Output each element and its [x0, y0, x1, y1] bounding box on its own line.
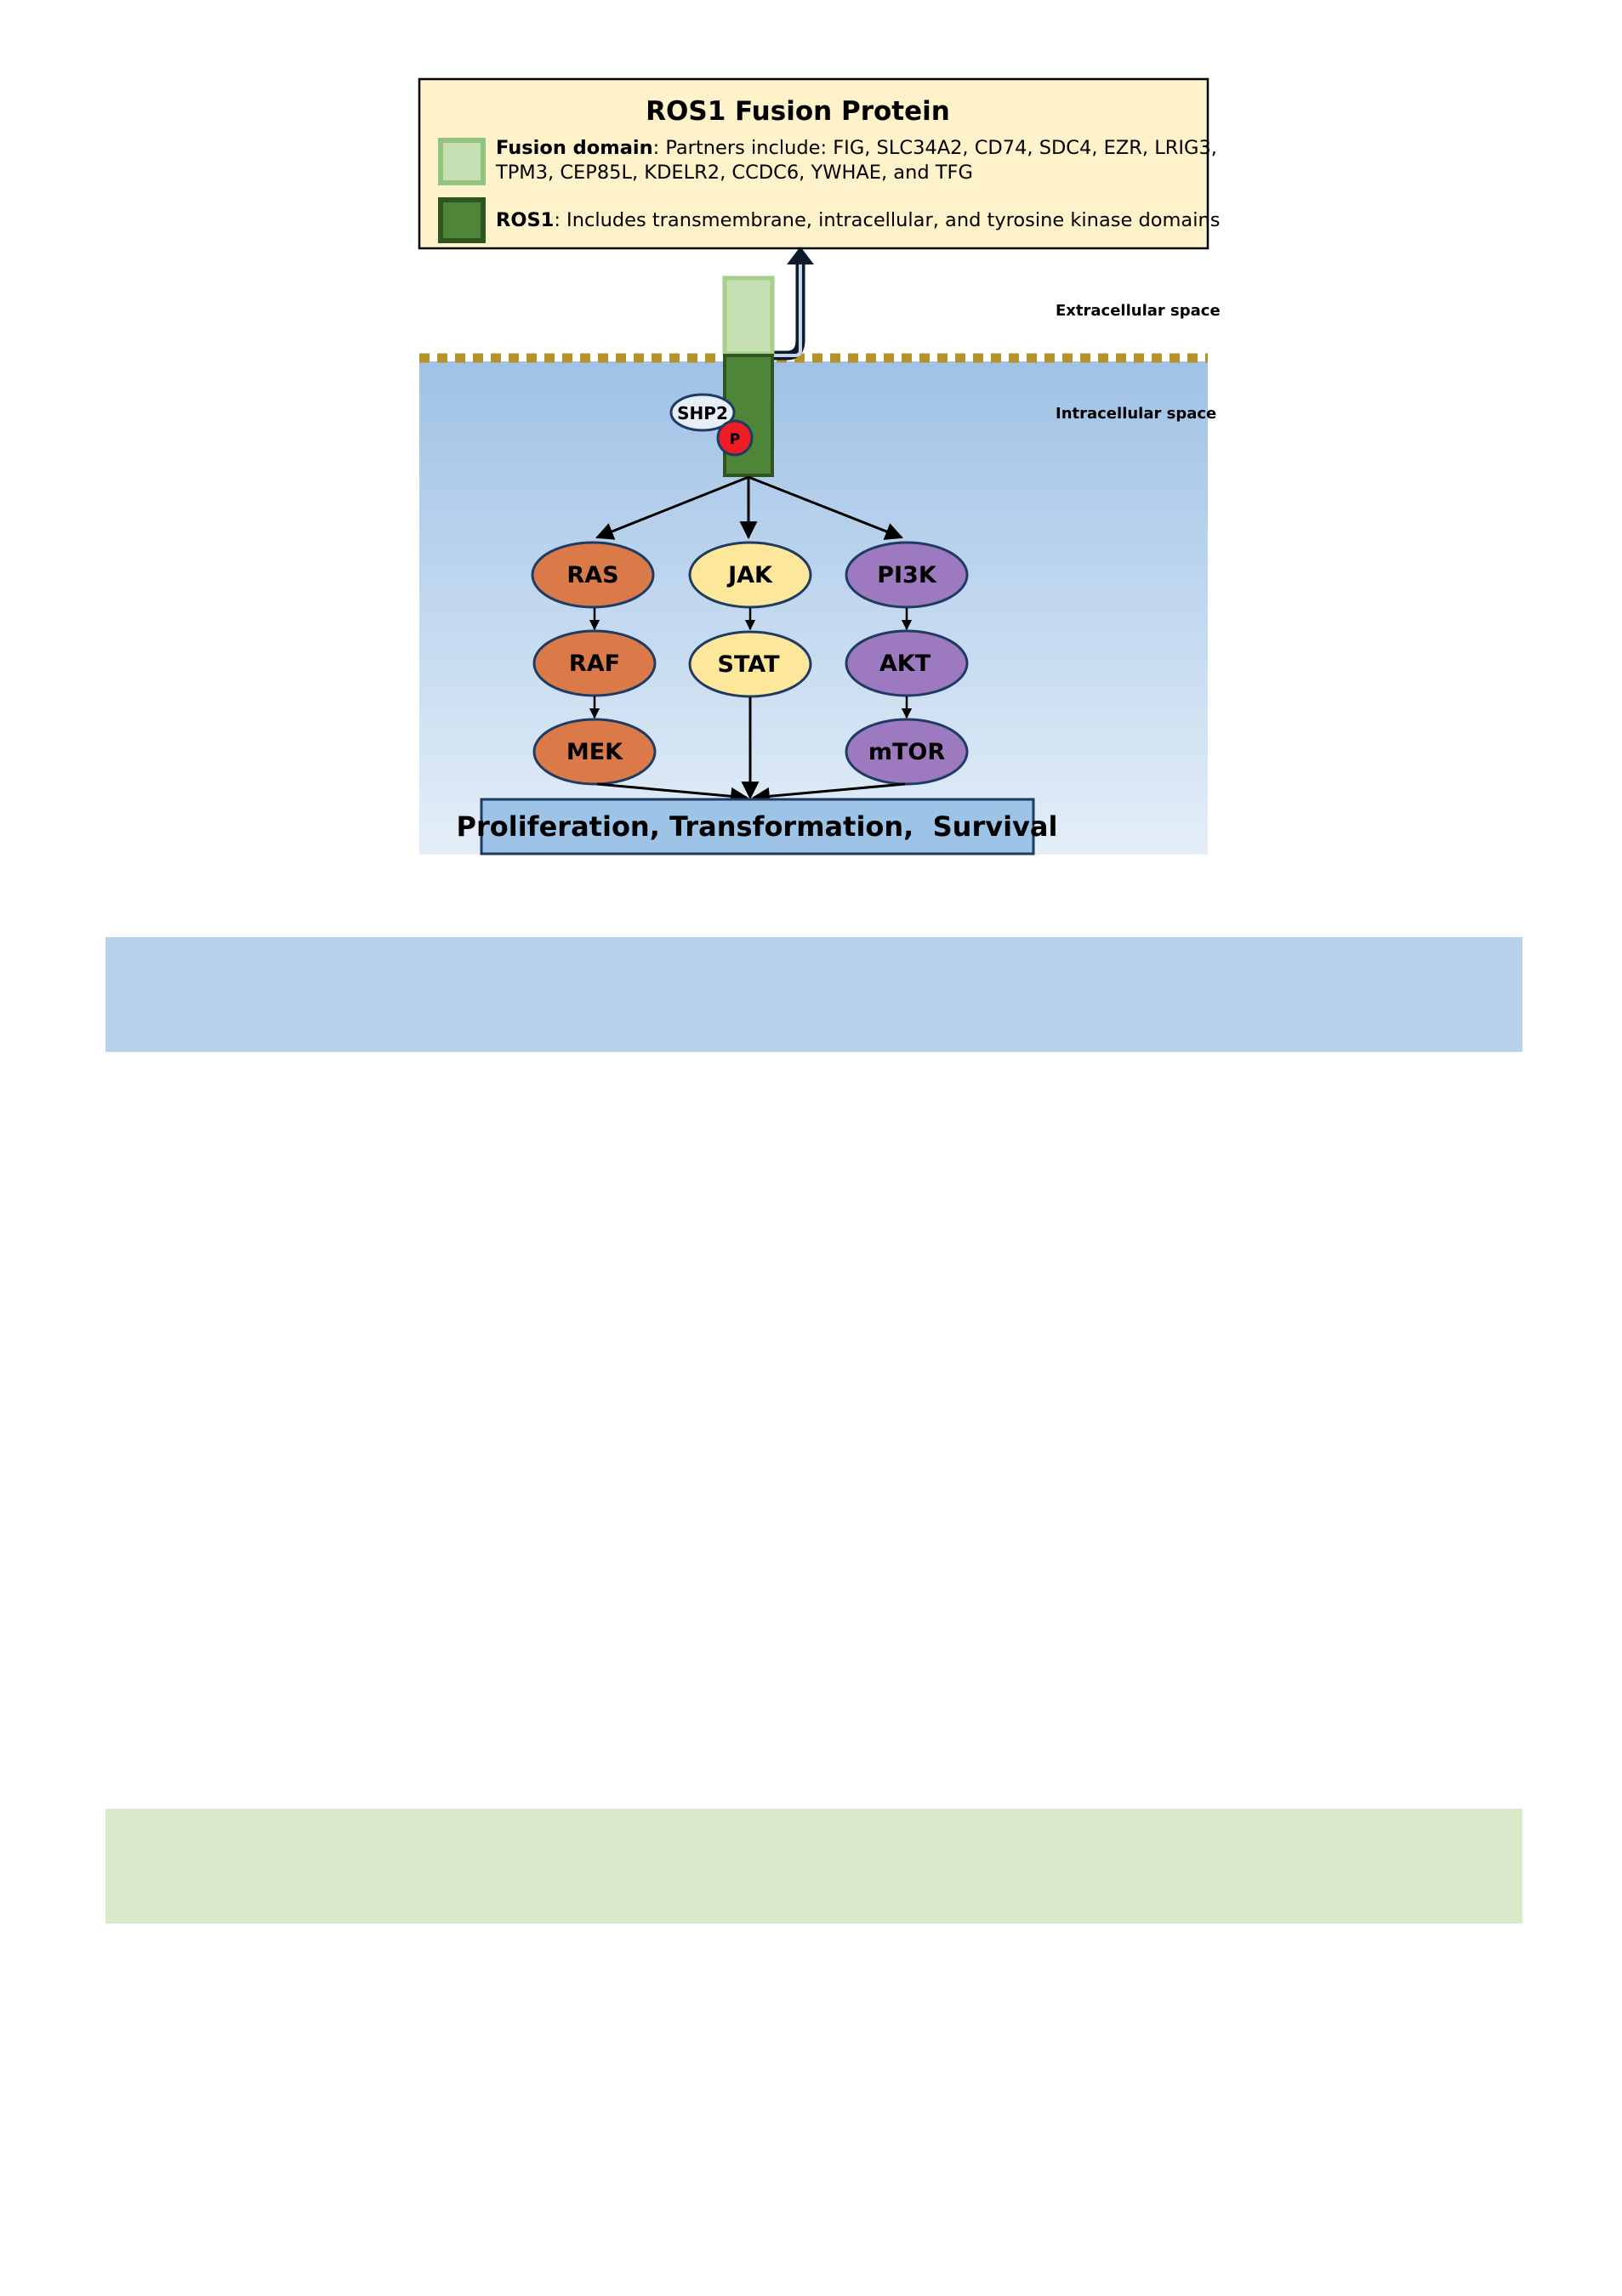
akt-node [845, 629, 969, 697]
fusion-domain-receptor [722, 276, 775, 356]
fusion-domain-line1: Fusion domain: Partners include: FIG, SL… [496, 137, 1217, 159]
arrow-mtor-outcome [751, 782, 906, 805]
arrow-to-pi3k [748, 475, 903, 540]
jak-label: JAK [726, 562, 773, 588]
outcome-label: Proliferation, Transformation, Survival [457, 810, 1058, 843]
shp2-node [669, 393, 736, 432]
arrow-mek-outcome [596, 782, 749, 805]
phosphate-label: P [730, 431, 740, 448]
raf-label: RAF [569, 651, 620, 677]
fusion-domain-line2: TPM3, CEP85L, KDELR2, CCDC6, YWHAE, and … [495, 162, 973, 184]
phosphate-node [716, 419, 754, 457]
ros1-signaling-diagram: ROS1 Fusion Protein Fusion domain: Partn… [418, 77, 1221, 855]
blue-caption-band [105, 937, 1522, 1052]
pi3k-node [845, 541, 969, 609]
legend-box: ROS1 Fusion Protein Fusion domain: Partn… [418, 77, 1220, 250]
legend-title: ROS1 Fusion Protein [646, 96, 950, 127]
fusion-domain-swatch [438, 138, 486, 185]
ros1-swatch [438, 197, 486, 243]
mek-label: MEK [566, 739, 623, 765]
arrow-to-ras [595, 475, 749, 540]
green-caption-band [105, 1809, 1522, 1924]
legend-pointer-arrowhead [787, 247, 814, 264]
outcome-box [480, 798, 1035, 855]
akt-label: AKT [879, 651, 931, 677]
extracellular-label: Extracellular space [1056, 302, 1221, 320]
ros1-legend-line: ROS1: Includes transmembrane, intracellu… [496, 209, 1220, 231]
ras-label: RAS [566, 562, 618, 588]
ras-node [531, 541, 655, 609]
stat-node [688, 630, 812, 698]
shp2-label: SHP2 [677, 403, 728, 423]
jak-node [688, 541, 812, 609]
pi3k-label: PI3K [877, 562, 937, 588]
intracellular-label: Intracellular space [1056, 405, 1216, 423]
mtor-node [845, 718, 969, 786]
stat-label: STAT [718, 651, 781, 678]
mtor-label: mTOR [868, 739, 946, 765]
mek-node [532, 718, 657, 786]
intracellular-region [419, 361, 1208, 855]
raf-node [532, 629, 657, 697]
